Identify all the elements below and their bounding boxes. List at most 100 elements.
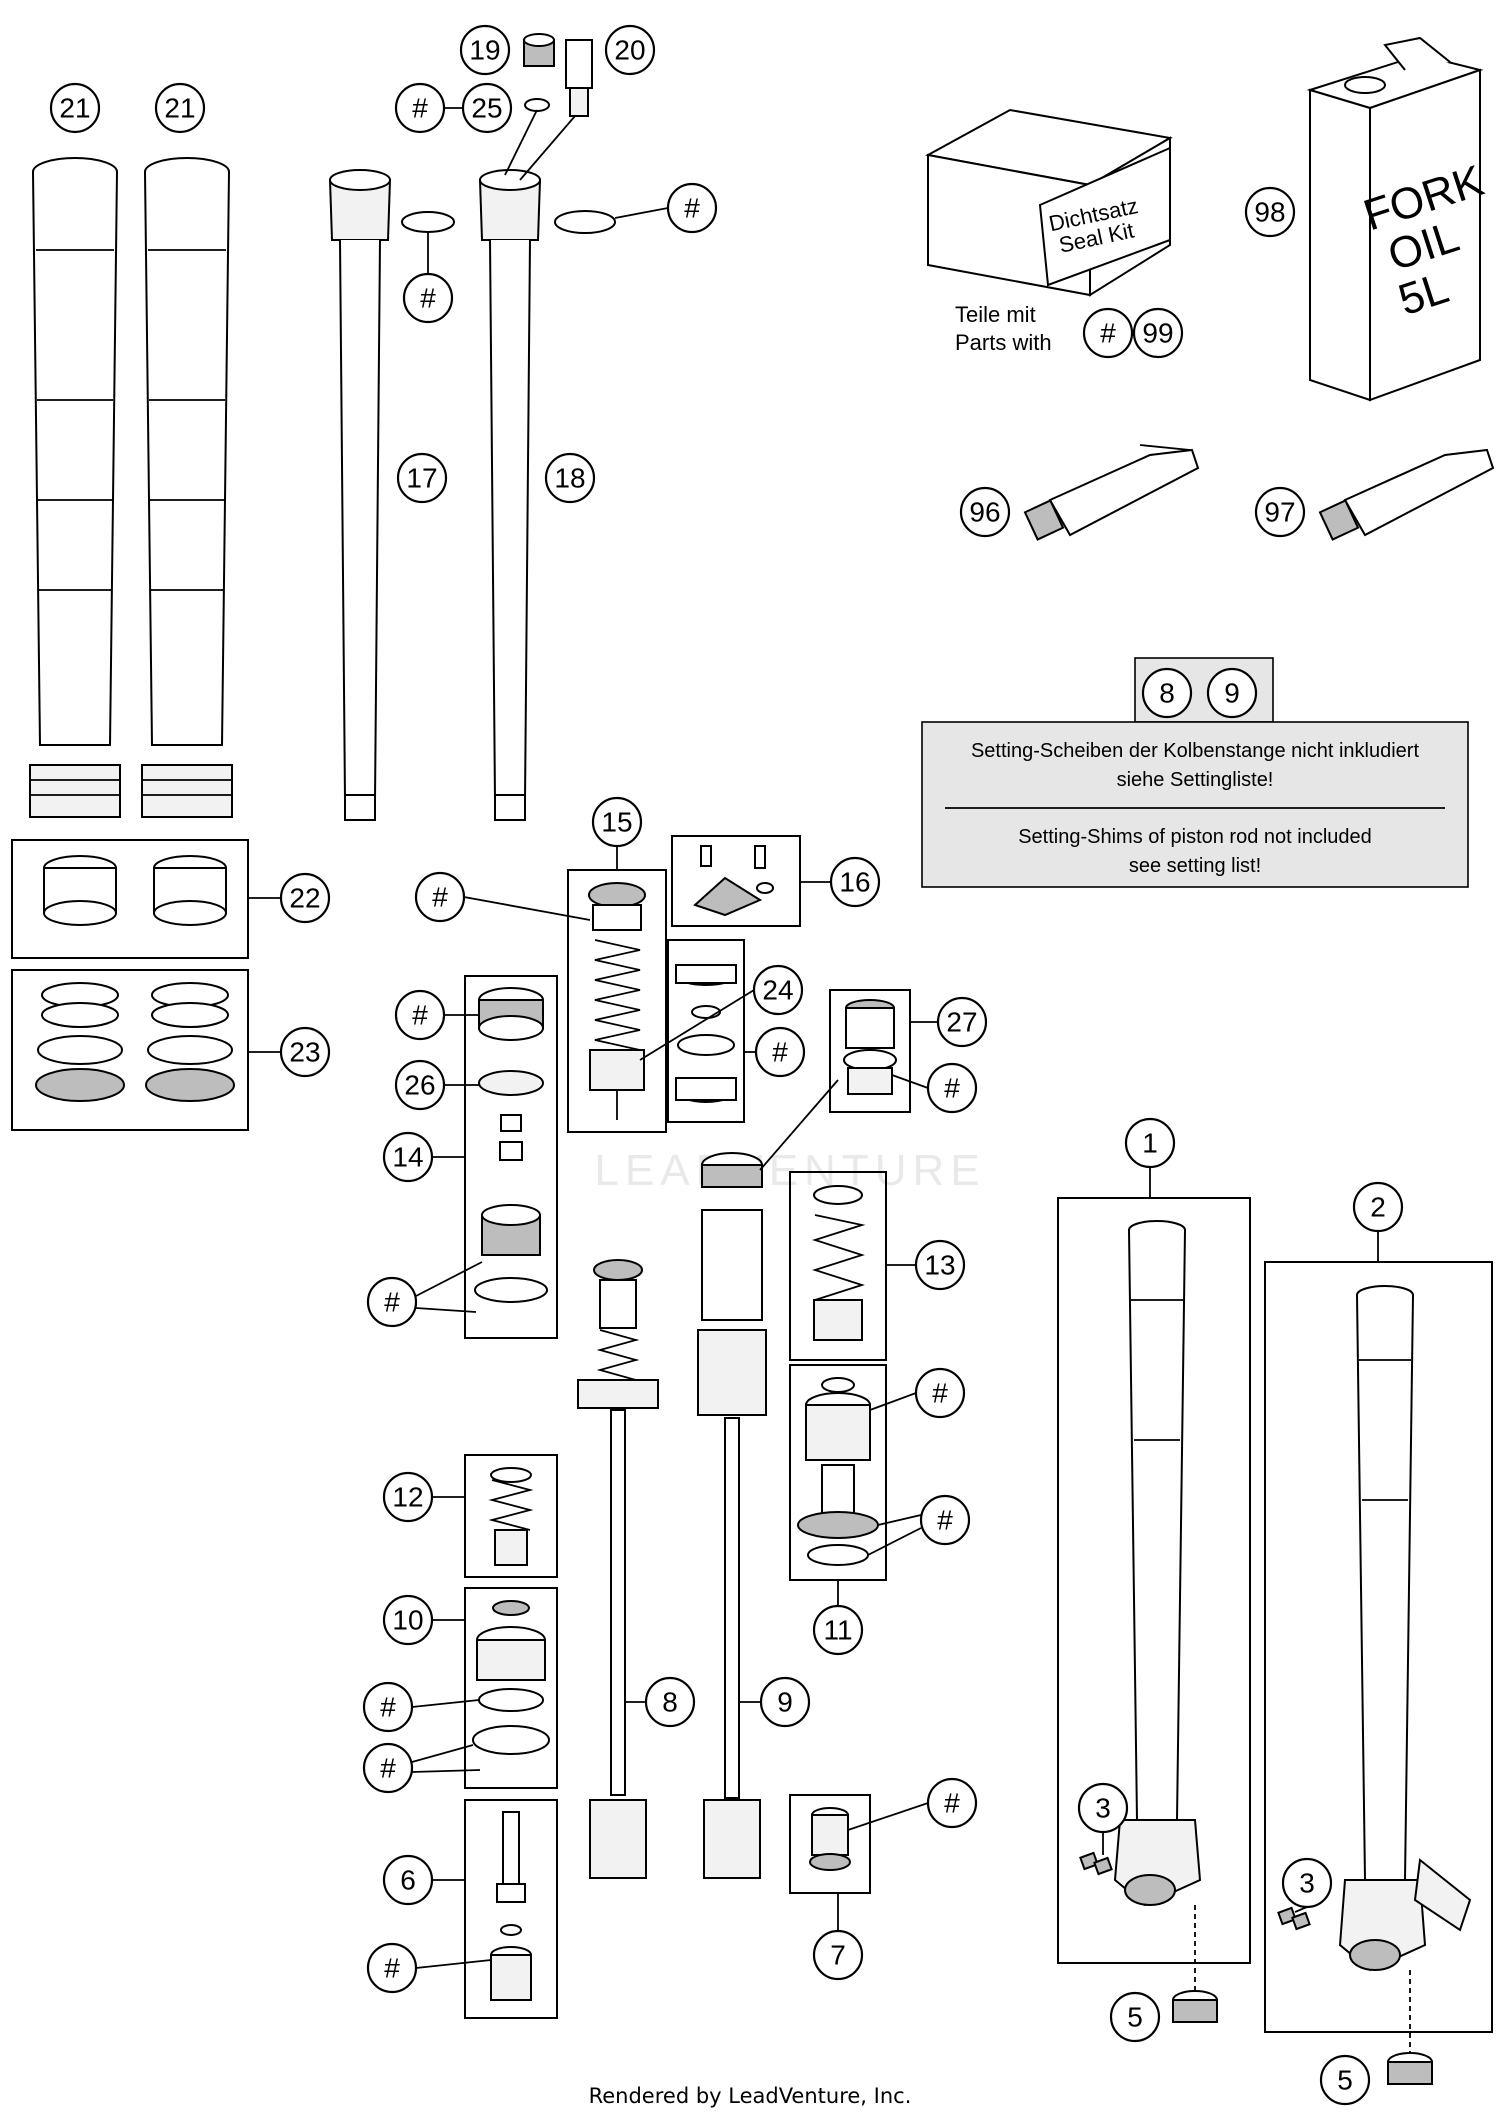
piston-11 — [797, 1377, 879, 1566]
box-6 — [464, 1799, 558, 2019]
callout-8[interactable]: 8 — [644, 1676, 696, 1728]
callout-7[interactable]: 7 — [812, 1929, 864, 1981]
callout-26[interactable]: 26 — [394, 1059, 446, 1111]
svg-text:13: 13 — [924, 1250, 955, 1281]
setting-shims-note — [921, 721, 1469, 888]
callout-note-8[interactable]: 8 — [1141, 667, 1193, 719]
callout-hash-14-top[interactable]: # — [394, 989, 446, 1041]
callout-23[interactable]: 23 — [279, 1026, 331, 1078]
o-ring-25 — [524, 98, 550, 112]
callout-hash-24[interactable]: # — [754, 1026, 806, 1078]
callout-hash-15[interactable]: # — [414, 871, 466, 923]
callout-15[interactable]: 15 — [591, 796, 643, 848]
callout-98[interactable]: 98 — [1244, 186, 1296, 238]
callout-10[interactable]: 10 — [382, 1594, 434, 1646]
callout-hash-11-top[interactable]: # — [914, 1367, 966, 1419]
callout-3-left[interactable]: 3 — [1077, 1782, 1129, 1834]
callout-hash-6[interactable]: # — [366, 1942, 418, 1994]
svg-text:3: 3 — [1095, 1793, 1111, 1824]
callout-hash-14-bottom[interactable]: # — [366, 1276, 418, 1328]
callout-21-left[interactable]: 21 — [49, 82, 101, 134]
svg-text:#: # — [412, 1000, 428, 1031]
callout-3-right[interactable]: 3 — [1281, 1857, 1333, 1909]
callout-19[interactable]: 19 — [459, 24, 511, 76]
inner-tube-2 — [1277, 1285, 1472, 2055]
callout-99[interactable]: 99 — [1132, 307, 1184, 359]
box-27 — [829, 989, 911, 1113]
svg-text:96: 96 — [969, 497, 1000, 528]
spring-13 — [812, 1185, 866, 1341]
cartridge-15 — [588, 882, 646, 1120]
svg-text:16: 16 — [839, 867, 870, 898]
callout-27[interactable]: 27 — [936, 996, 988, 1048]
parts-with-en: Parts with — [955, 330, 1052, 355]
watermark: LEADVENTURE — [594, 1146, 985, 1195]
svg-text:1: 1 — [1142, 1128, 1158, 1159]
callout-14[interactable]: 14 — [382, 1131, 434, 1183]
box-23 — [11, 969, 249, 1131]
callout-hash-25[interactable]: # — [394, 82, 446, 134]
svg-text:#: # — [944, 1788, 960, 1819]
callout-hash-10-top[interactable]: # — [362, 1681, 414, 1733]
callout-21-right[interactable]: 21 — [154, 82, 206, 134]
svg-text:9: 9 — [1224, 678, 1240, 709]
callout-hash-11-bottom[interactable]: # — [919, 1494, 971, 1546]
callout-hash-27[interactable]: # — [926, 1062, 978, 1114]
svg-text:#: # — [380, 1753, 396, 1784]
callout-24[interactable]: 24 — [752, 964, 804, 1016]
rings-24 — [675, 964, 737, 1103]
grease-tube-96 — [1023, 444, 1200, 541]
box-1 — [1057, 1197, 1251, 1964]
callout-hash-10-bottom[interactable]: # — [362, 1742, 414, 1794]
callout-25[interactable]: 25 — [461, 82, 513, 134]
svg-text:11: 11 — [823, 1615, 852, 1646]
svg-text:#: # — [772, 1037, 788, 1068]
callout-5-left[interactable]: 5 — [1109, 1991, 1161, 2043]
callout-17[interactable]: 17 — [396, 452, 448, 504]
callout-96[interactable]: 96 — [959, 486, 1011, 538]
svg-text:14: 14 — [392, 1142, 423, 1173]
o-ring-right — [554, 210, 616, 234]
callout-22[interactable]: 22 — [279, 872, 331, 924]
callout-note-9[interactable]: 9 — [1206, 667, 1258, 719]
svg-text:97: 97 — [1264, 497, 1295, 528]
svg-text:9: 9 — [777, 1687, 793, 1718]
callout-97[interactable]: 97 — [1254, 486, 1306, 538]
svg-text:8: 8 — [1159, 678, 1175, 709]
fork-tube-17 — [328, 169, 392, 821]
callout-hash-o-ring-right[interactable]: # — [666, 182, 718, 234]
callout-9[interactable]: 9 — [759, 1676, 811, 1728]
svg-text:21: 21 — [164, 93, 195, 124]
svg-text:99: 99 — [1142, 318, 1173, 349]
plug-19 — [523, 33, 555, 67]
nut-7 — [809, 1807, 851, 1871]
svg-text:24: 24 — [762, 975, 793, 1006]
callout-1[interactable]: 1 — [1124, 1117, 1176, 1169]
callout-13[interactable]: 13 — [914, 1239, 966, 1291]
callout-6[interactable]: 6 — [382, 1854, 434, 1906]
callout-16[interactable]: 16 — [829, 856, 881, 908]
footer-credit: Rendered by LeadVenture, Inc. — [588, 2084, 912, 2108]
callout-hash-o-ring-left[interactable]: # — [402, 272, 454, 324]
svg-text:#: # — [384, 1287, 400, 1318]
svg-text:#: # — [432, 882, 448, 913]
inner-tube-1 — [1079, 1220, 1202, 1990]
callout-2[interactable]: 2 — [1352, 1181, 1404, 1233]
callout-11[interactable]: 11 — [812, 1604, 864, 1656]
svg-text:8: 8 — [662, 1687, 678, 1718]
callout-20[interactable]: 20 — [604, 24, 656, 76]
svg-text:#: # — [412, 93, 428, 124]
svg-text:20: 20 — [614, 35, 645, 66]
callout-5-right[interactable]: 5 — [1319, 2054, 1371, 2106]
spring-12 — [488, 1467, 534, 1566]
svg-text:#: # — [384, 1953, 400, 1984]
callout-12[interactable]: 12 — [382, 1471, 434, 1523]
seal-kit-box: Dichtsatz Seal Kit — [925, 108, 1173, 297]
callout-hash-99[interactable]: # — [1082, 307, 1134, 359]
svg-text:98: 98 — [1254, 197, 1285, 228]
svg-text:12: 12 — [392, 1482, 423, 1513]
callout-18[interactable]: 18 — [544, 452, 596, 504]
box-24 — [667, 939, 745, 1123]
callout-hash-7[interactable]: # — [926, 1777, 978, 1829]
